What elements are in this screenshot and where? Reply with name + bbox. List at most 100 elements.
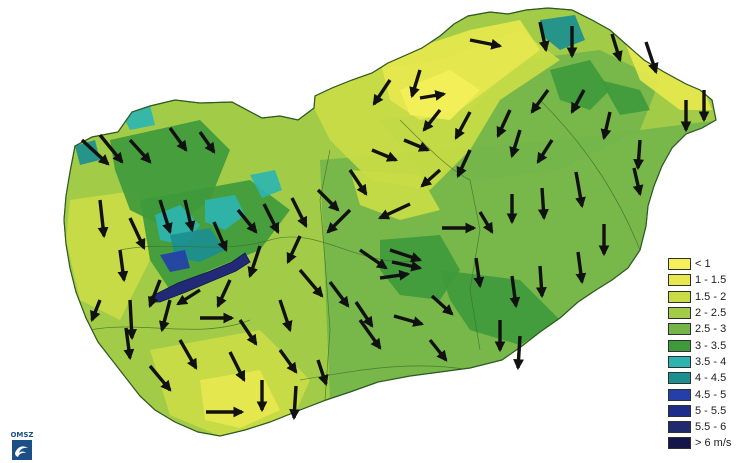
wind-arrow [403,138,431,152]
wind-speed-zone [540,15,585,50]
wind-arrow [372,79,392,106]
wind-arrow [158,199,173,235]
legend-label: 3.5 - 4 [695,355,727,368]
wind-arrow [316,188,340,212]
wind-speed-zone [160,250,190,272]
wind-arrow [198,131,216,154]
wind-arrow [371,148,399,162]
river-line [89,319,251,331]
wind-arrow [469,38,503,50]
legend-swatch [668,274,691,287]
river-line [319,149,331,401]
wind-arrow [575,251,587,285]
legend-swatch [668,290,691,303]
legend-label: < 1 [695,258,711,271]
wind-arrow [509,275,521,309]
wind-arrow [420,168,442,188]
wind-arrow [97,199,109,239]
wind-arrow [354,301,374,328]
wind-arrow [538,21,550,53]
legend-swatch [668,323,691,336]
legend-item: 4 - 4.5 [668,370,753,386]
wind-arrow [610,33,623,63]
wind-arrow [247,245,262,279]
wind-arrow [537,187,549,221]
wind-arrow [168,127,188,152]
legend-swatch [668,258,691,271]
legend-swatch [668,372,691,385]
wind-arrow [228,351,246,382]
wind-arrow [238,319,258,346]
wind-arrow [389,248,423,263]
wind-arrow [513,335,524,371]
legend-label: > 6 m/s [695,437,732,450]
wind-arrow [359,248,388,270]
wind-arrow [574,171,586,209]
legend-item: 3.5 - 4 [668,354,753,370]
wind-arrow [473,257,485,289]
wind-arrow [644,41,659,75]
river-line [539,99,641,251]
wind-arrow [328,280,350,308]
wind-arrow [456,149,472,178]
legend-swatch [668,339,691,352]
legend-swatch [668,404,691,417]
wind-speed-zone [600,280,660,330]
wind-speed-zone [600,80,650,115]
legend-swatch [668,388,691,401]
legend-label: 2 - 2.5 [695,307,727,320]
wind-speed-zone [350,170,440,220]
wind-arrow [290,197,308,228]
wind-arrow [316,359,329,387]
wind-arrow [454,111,472,140]
legend-swatch [668,421,691,434]
wind-arrow [278,349,298,374]
wind-arrow [509,129,522,159]
wind-arrow [117,249,129,283]
wind-arrow [379,269,411,281]
wind-arrow [430,294,454,316]
omsz-logo: OMSZ [8,431,36,461]
wind-arrow [378,202,411,220]
wind-arrow [289,385,300,421]
wind-speed-zone [250,170,282,198]
wind-arrow [391,260,423,272]
legend-label: 4 - 4.5 [695,372,727,385]
wind-arrow [419,90,447,101]
wind-arrow [632,167,644,197]
legend-item: 3 - 3.5 [668,337,753,353]
wind-speed-zone [66,190,150,320]
legend-item: 2 - 2.5 [668,305,753,321]
wind-arrow [80,138,110,166]
legend-label: 4.5 - 5 [695,388,727,401]
wind-arrow [278,299,293,333]
legend-item: > 6 m/s [668,435,753,451]
wind-arrow [178,339,198,370]
wind-arrow [262,203,280,234]
wind-arrow [428,338,448,362]
wave-logo-icon [12,440,32,460]
wind-arrow [183,199,196,233]
wind-arrow [126,299,137,341]
wind-arrow [298,268,324,298]
legend-swatch [668,437,691,450]
legend-label: 1.5 - 2 [695,290,727,303]
legend-label: 1 - 1.5 [695,274,727,287]
wind-arrow [478,211,494,234]
wind-speed-zone [205,195,245,230]
wind-arrow [570,89,586,114]
wind-arrow [393,314,425,327]
wind-arrow [212,221,228,253]
wind-arrow [148,364,172,392]
wind-arrow [348,169,368,196]
wind-arrow [98,133,124,164]
lake-balaton [149,252,251,303]
legend-swatch [668,307,691,320]
wind-arrow [422,108,442,132]
wind-arrow [535,265,547,299]
wind-arrow [358,319,382,350]
legend-label: 5.5 - 6 [695,421,727,434]
legend-item: < 1 [668,256,753,272]
